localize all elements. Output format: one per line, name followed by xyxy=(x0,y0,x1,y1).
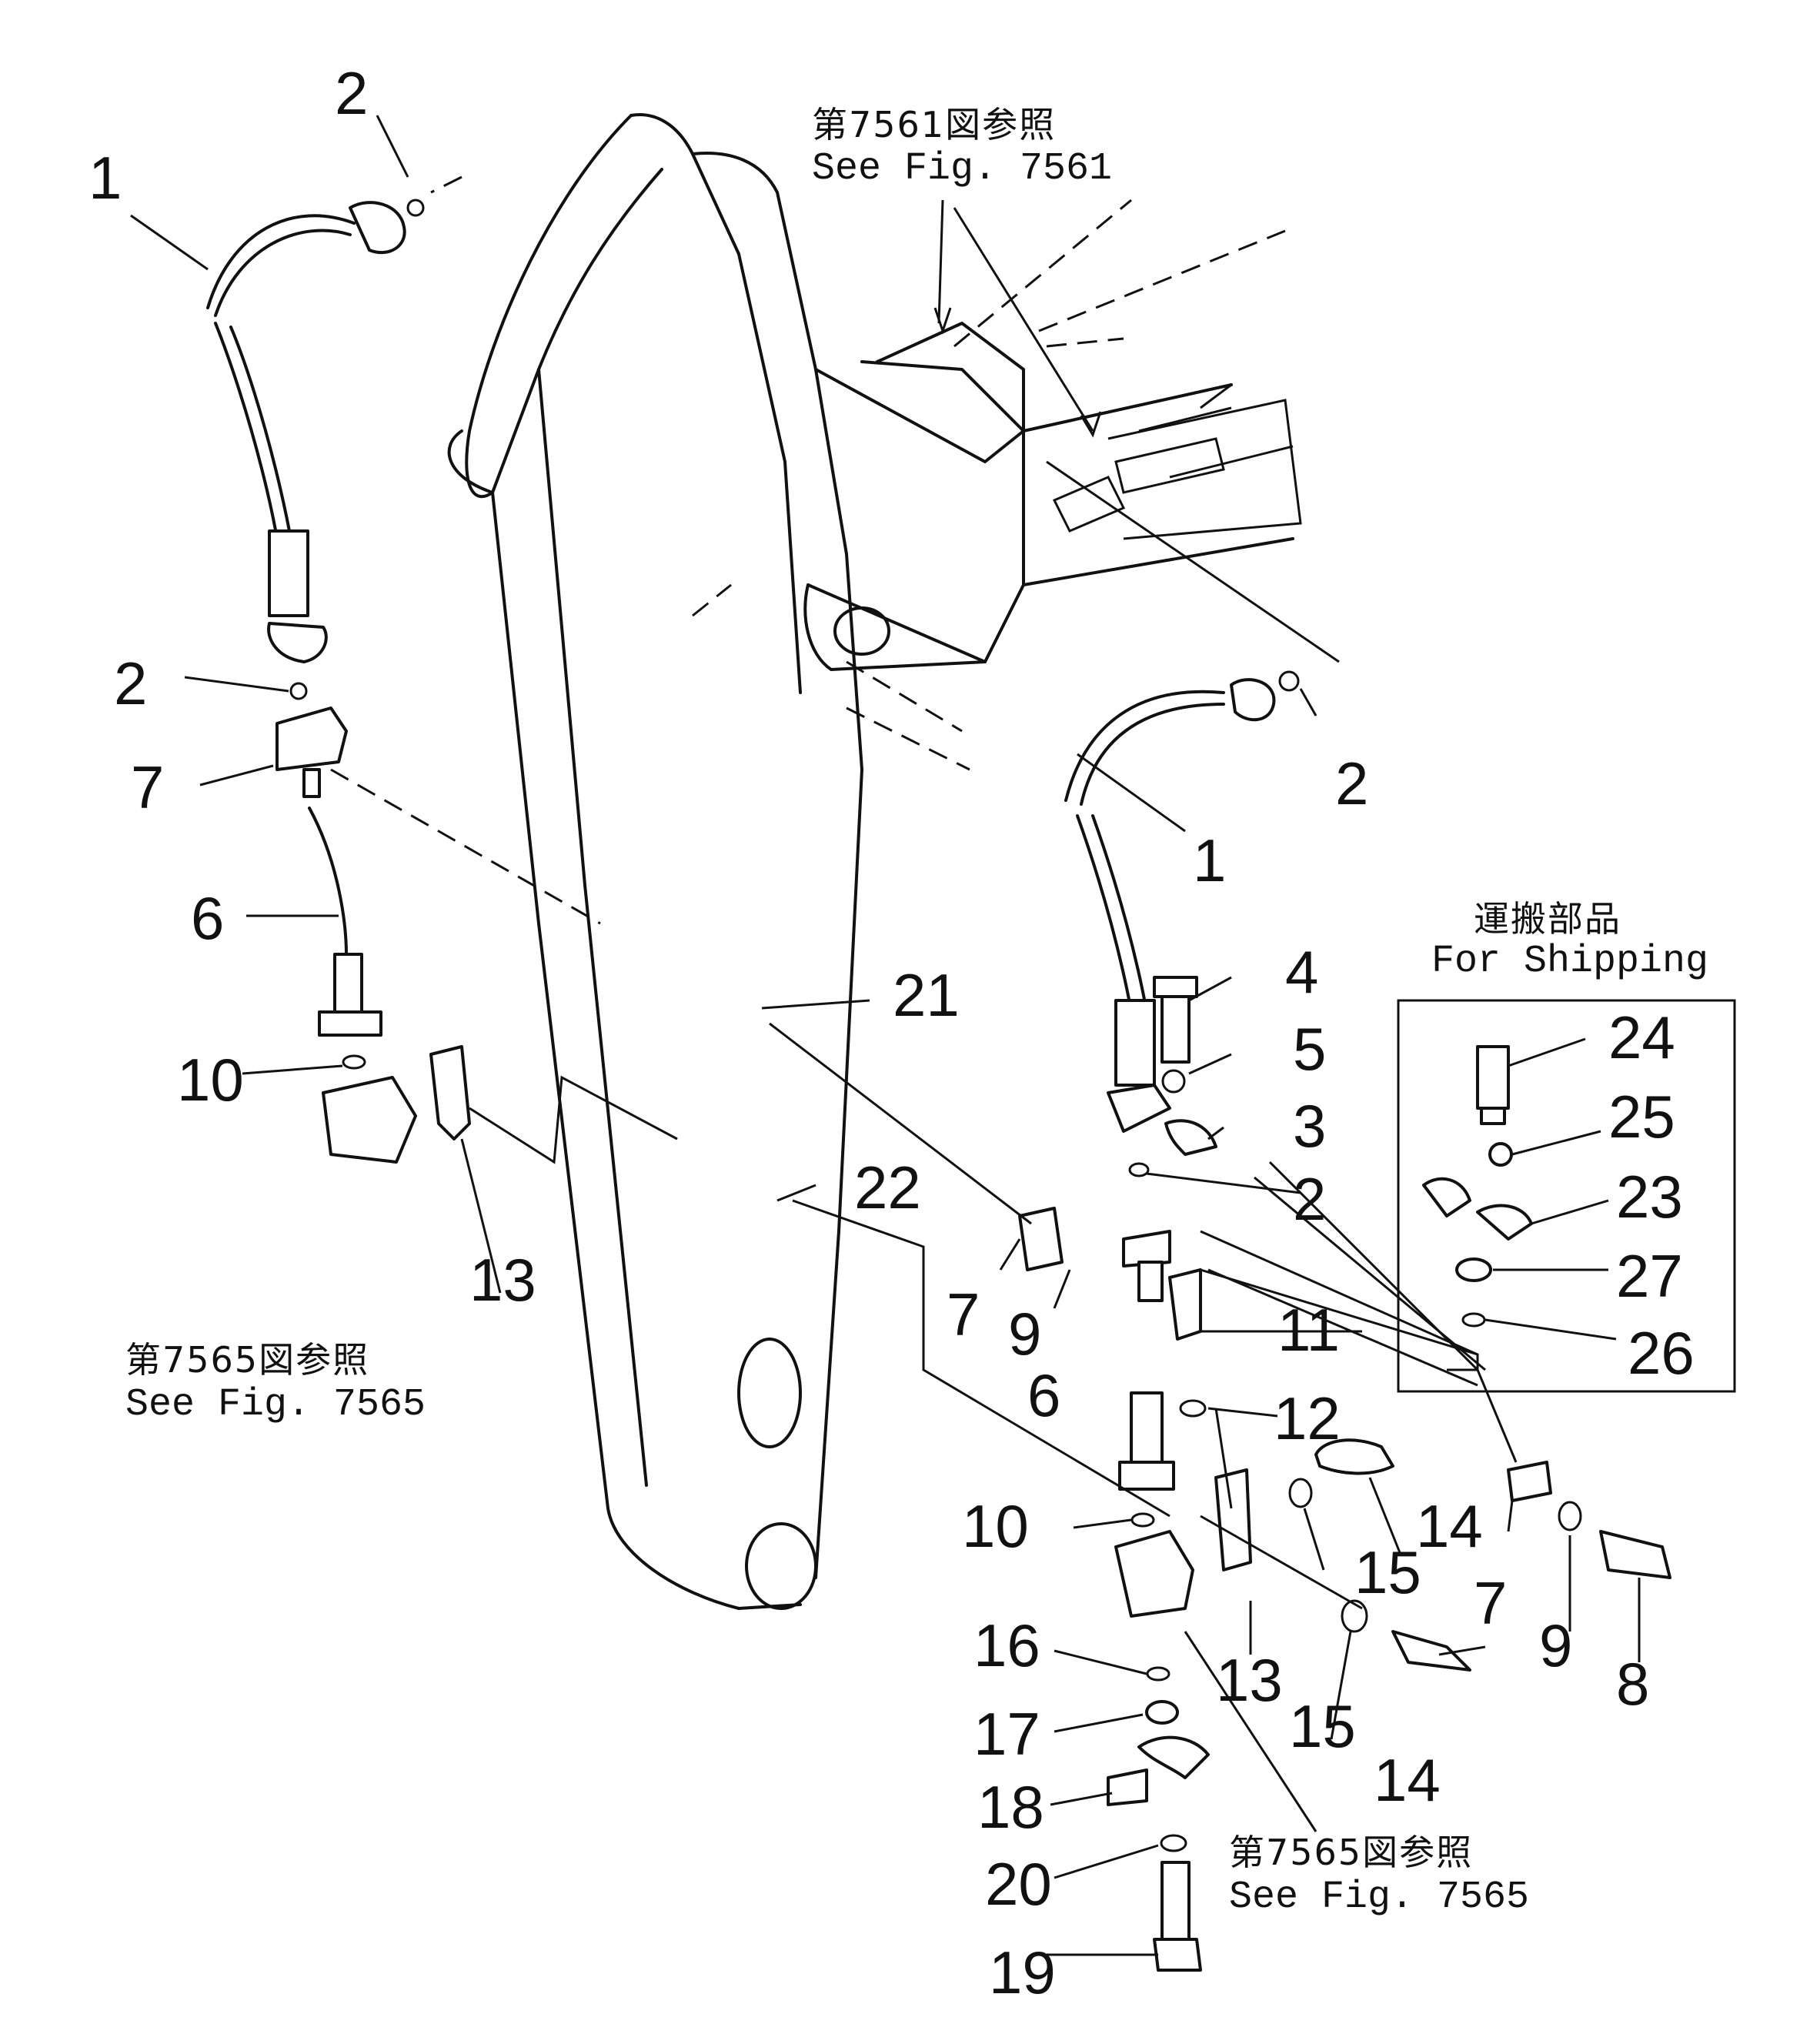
part-label-11: 11 xyxy=(1277,1296,1340,1364)
shipping-title-ja: 運搬部品 xyxy=(1474,898,1621,940)
part-label-22: 22 xyxy=(854,1154,921,1221)
part-label-18: 18 xyxy=(977,1773,1044,1841)
left-hose-assembly xyxy=(206,199,678,1164)
reference-bottom-en: See Fig. 7565 xyxy=(1229,1875,1529,1919)
shipping-label-25: 25 xyxy=(1608,1083,1675,1151)
part-label-14: 14 xyxy=(1374,1746,1441,1814)
part-label-20: 20 xyxy=(985,1850,1052,1918)
reference-top-ja: 第7561図参照 xyxy=(812,104,1056,145)
part-label-14: 14 xyxy=(1416,1492,1483,1560)
reference-left-ja: 第7565図参照 xyxy=(125,1339,369,1381)
part-label-6: 6 xyxy=(191,884,224,952)
part-label-8: 8 xyxy=(1616,1650,1649,1718)
leader-lines xyxy=(130,115,1641,1956)
shipping-label-27: 27 xyxy=(1616,1242,1683,1310)
reference-left-en: See Fig. 7565 xyxy=(125,1383,426,1427)
frame-lines xyxy=(1046,337,1340,663)
shipping-title-en: For Shipping xyxy=(1431,940,1708,984)
part-label-16: 16 xyxy=(973,1611,1040,1679)
shipping-box-frame xyxy=(1397,999,1736,1393)
reference-bottom-ja: 第7565図参照 xyxy=(1229,1832,1473,1873)
part-label-9: 9 xyxy=(1008,1300,1041,1368)
part-label-7: 7 xyxy=(947,1281,980,1348)
part-label-13: 13 xyxy=(469,1246,536,1314)
right-hose-assembly xyxy=(769,670,1671,1972)
part-label-2: 2 xyxy=(1293,1165,1326,1233)
part-label-6: 6 xyxy=(1027,1361,1060,1429)
part-label-5: 5 xyxy=(1293,1015,1326,1083)
part-label-21: 21 xyxy=(893,961,960,1029)
part-label-12: 12 xyxy=(1274,1384,1341,1452)
part-label-7: 7 xyxy=(1474,1569,1507,1637)
shipping-label-24: 24 xyxy=(1608,1004,1675,1071)
part-label-4: 4 xyxy=(1285,938,1318,1006)
part-label-9: 9 xyxy=(1539,1611,1572,1679)
part-label-10: 10 xyxy=(962,1492,1029,1560)
part-label-19: 19 xyxy=(989,1939,1056,2006)
part-label-15: 15 xyxy=(1289,1692,1356,1760)
shipping-label-23: 23 xyxy=(1616,1163,1683,1231)
reference-top-en: See Fig. 7561 xyxy=(812,147,1112,191)
boom-arm xyxy=(430,113,1294,1610)
figure-references: 第7561図参照 See Fig. 7561 第7565図参照 See Fig.… xyxy=(125,104,1529,1919)
part-label-2: 2 xyxy=(335,59,368,127)
part-label-2: 2 xyxy=(114,650,147,717)
part-label-17: 17 xyxy=(973,1700,1040,1768)
shipping-box: 運搬部品 For Shipping xyxy=(1397,898,1736,1393)
part-label-2: 2 xyxy=(1335,750,1368,817)
part-label-15: 15 xyxy=(1354,1538,1421,1606)
part-number-labels: 1 2 2 7 6 10 13 21 22 1 2 4 5 3 2 7 9 6 … xyxy=(88,59,1695,2006)
shipping-label-26: 26 xyxy=(1628,1319,1695,1387)
part-label-10: 10 xyxy=(177,1046,244,1114)
part-label-7: 7 xyxy=(131,753,164,821)
part-label-1: 1 xyxy=(1193,827,1226,894)
part-label-1: 1 xyxy=(88,144,122,212)
part-label-3: 3 xyxy=(1293,1092,1326,1160)
part-label-13: 13 xyxy=(1216,1646,1283,1714)
